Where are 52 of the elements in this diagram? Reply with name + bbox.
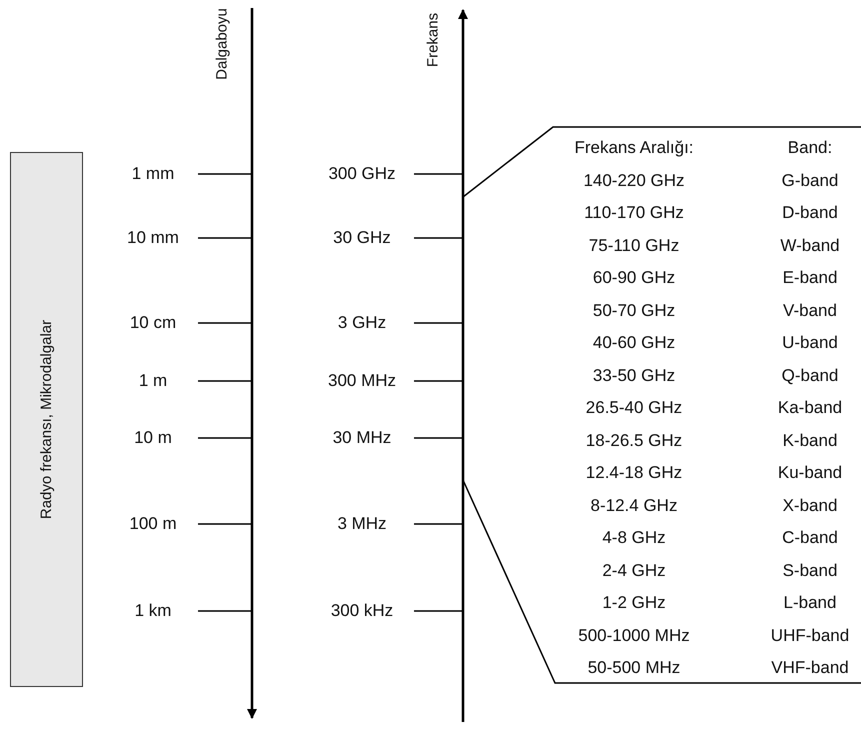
table-cell: 110-170 GHz <box>584 203 684 223</box>
tick-label: 10 cm <box>130 313 176 333</box>
table-cell: 500-1000 MHz <box>578 626 690 646</box>
table-cell: L-band <box>784 593 836 613</box>
table-cell: W-band <box>780 236 840 256</box>
tick-label: 30 MHz <box>332 428 392 448</box>
table-cell: V-band <box>783 300 837 320</box>
category-label: Radyo frekansı, Mikrodalgalar <box>38 320 55 520</box>
table-cell: 50-500 MHz <box>588 658 680 678</box>
table-cell: D-band <box>782 203 838 223</box>
table-cell: C-band <box>782 528 838 548</box>
table-cell: K-band <box>782 430 838 450</box>
table-cell: UHF-band <box>770 626 850 646</box>
table-cell: 18-26.5 GHz <box>586 430 682 450</box>
table-cell: 33-50 GHz <box>592 366 676 386</box>
table-cell: Ka-band <box>778 398 842 418</box>
table-cell: 40-60 GHz <box>592 333 676 353</box>
table-cell: 140-220 GHz <box>583 170 685 190</box>
table-cell: VHF-band <box>771 658 849 678</box>
tick-label: 1 km <box>134 601 172 621</box>
table-cell: Ku-band <box>778 463 842 483</box>
table-header: Frekans Aralığı: <box>574 138 694 158</box>
tick-label: 300 MHz <box>328 371 396 391</box>
table-cell: 75-110 GHz <box>588 236 680 256</box>
table-cell: 1-2 GHz <box>602 593 666 613</box>
tick-label: 3 GHz <box>338 313 386 333</box>
tick-label: 1 m <box>138 371 168 391</box>
tick-label: 3 MHz <box>337 514 387 534</box>
tick-label: 100 m <box>129 514 177 534</box>
table-cell: 12.4-18 GHz <box>586 463 682 483</box>
table-cell: Q-band <box>782 366 838 386</box>
table-cell: 26.5-40 GHz <box>586 398 682 418</box>
category-box <box>10 152 83 687</box>
table-cell: X-band <box>782 496 838 516</box>
table-cell: 60-90 GHz <box>592 268 676 288</box>
tick-label: 30 GHz <box>333 228 391 248</box>
table-cell: 50-70 GHz <box>592 300 676 320</box>
axis-title: Frekans <box>424 12 442 68</box>
tick-label: 1 mm <box>132 164 174 184</box>
table-cell: E-band <box>782 268 838 288</box>
table-cell: 2-4 GHz <box>602 560 666 580</box>
table-cell: G-band <box>782 170 838 190</box>
tick-label: 10 m <box>134 428 172 448</box>
tick-label: 300 GHz <box>328 164 396 184</box>
table-cell: U-band <box>782 333 838 353</box>
table-cell: 8-12.4 GHz <box>590 496 678 516</box>
table-cell: S-band <box>782 560 838 580</box>
tick-label: 300 kHz <box>330 601 394 621</box>
tick-label: 10 mm <box>127 228 179 248</box>
table-header: Band: <box>788 138 832 158</box>
table-cell: 4-8 GHz <box>602 528 666 548</box>
axis-title: Dalgaboyu <box>214 8 230 80</box>
